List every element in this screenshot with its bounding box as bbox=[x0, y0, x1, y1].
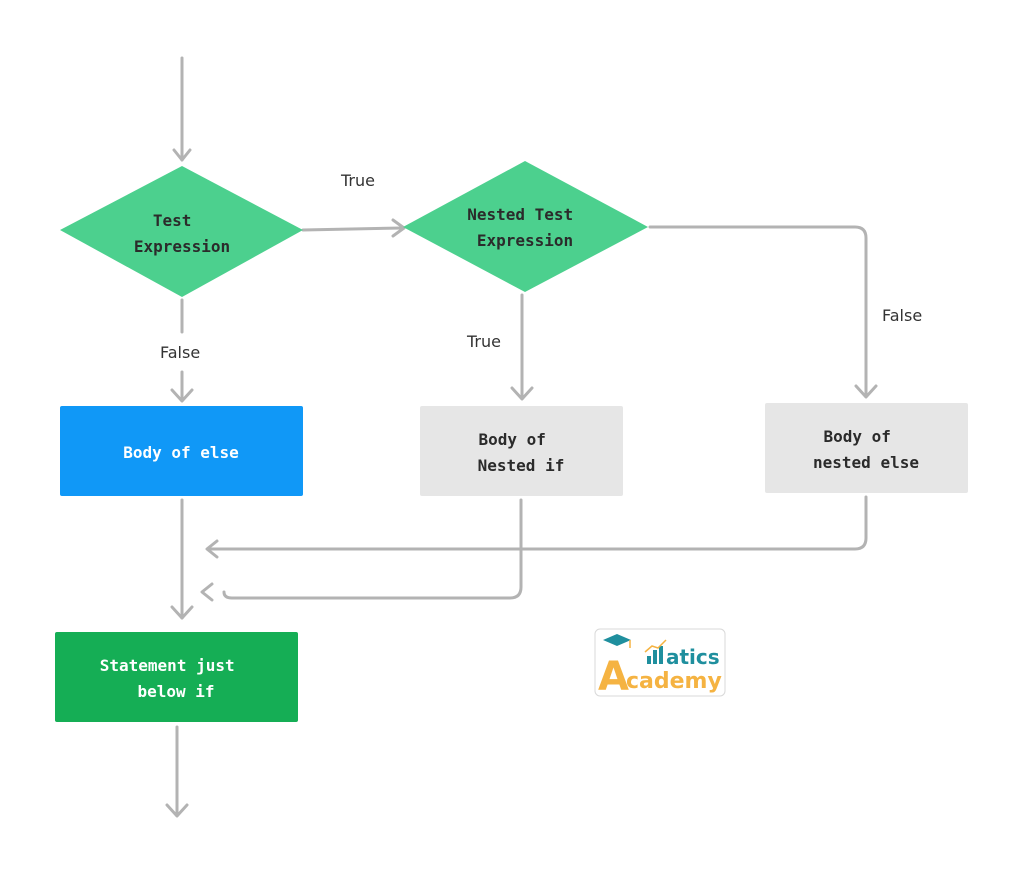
process-body-of-nested-if: Body of Nested if bbox=[420, 406, 623, 496]
edge-nested-else-merge bbox=[205, 495, 868, 559]
edge-else-to-statement bbox=[170, 498, 194, 620]
edge-nested-false bbox=[648, 225, 878, 399]
edge-label-true-outer: True bbox=[340, 171, 375, 190]
logo-text-cademy: cademy bbox=[626, 669, 722, 694]
process-body-of-else: Body of else bbox=[60, 406, 303, 496]
academy-logo: A atics cademy bbox=[594, 628, 726, 700]
edge-test-false bbox=[170, 298, 194, 403]
process-body-of-nested-else: Body of nested else bbox=[765, 403, 968, 493]
box-shape bbox=[60, 406, 303, 496]
edge-nested-true bbox=[510, 293, 534, 401]
diamond-shape bbox=[403, 161, 648, 292]
node-label: Body of else bbox=[123, 443, 239, 462]
edge-label-false-outer: False bbox=[160, 343, 200, 362]
edge-label-false-nested: False bbox=[882, 306, 922, 325]
edge-exit bbox=[165, 725, 189, 818]
graduation-cap-icon bbox=[603, 634, 631, 648]
logo-text-atics: atics bbox=[666, 645, 720, 669]
decision-nested-test-expression: Nested Test Expression bbox=[403, 161, 648, 292]
node-label: Nested Test Expression bbox=[467, 205, 583, 250]
node-label: Body of nested else bbox=[813, 427, 919, 472]
diamond-shape bbox=[60, 166, 303, 297]
node-label: Body of Nested if bbox=[478, 430, 565, 475]
edge-label-true-nested: True bbox=[466, 332, 501, 351]
node-label: Test Expression bbox=[134, 211, 230, 256]
bar-chart-icon bbox=[644, 639, 667, 664]
logo-letter-a: A bbox=[598, 654, 629, 700]
decision-test-expression: Test Expression bbox=[60, 166, 303, 297]
edge-entry bbox=[172, 56, 192, 162]
edge-nested-if-merge bbox=[200, 498, 523, 602]
edge-test-true bbox=[301, 218, 406, 238]
box-shape bbox=[55, 632, 298, 722]
box-shape bbox=[765, 403, 968, 493]
node-label: Statement just below if bbox=[100, 656, 245, 701]
process-statement-below-if: Statement just below if bbox=[55, 632, 298, 722]
box-shape bbox=[420, 406, 623, 496]
